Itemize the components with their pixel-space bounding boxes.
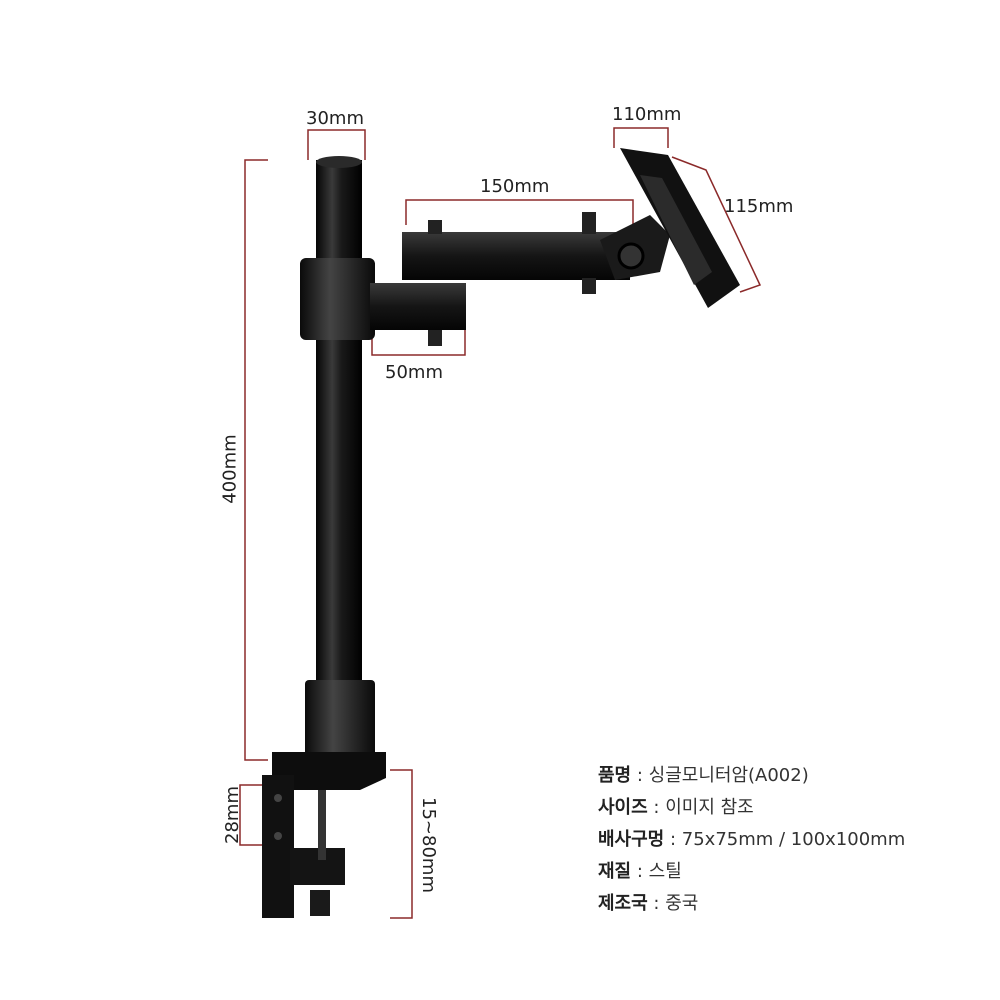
spec-row-vesa: 배사구멍 : 75x75mm / 100x100mm [598,824,905,856]
upper-arm [402,232,630,280]
dimension-lines [239,127,762,919]
label-clamp-range: 15~80mm [417,797,439,893]
clamp-screw-handle [310,890,330,916]
spec-row-name: 품명 : 싱글모니터암(A002) [598,760,905,792]
spec-key: 품명 [598,765,632,786]
label-pole-height: 400mm [219,434,241,504]
dim-line-collar-width [371,330,466,356]
clamp-bottom-plate [290,848,345,885]
spec-list: 품명 : 싱글모니터암(A002) 사이즈 : 이미지 참조 배사구멍 : 75… [598,760,905,920]
pole-top [316,160,362,260]
spec-value: 스틸 [648,861,682,882]
base-sleeve [305,680,375,770]
dim-line-clamp-range [390,769,413,919]
arm-bolt-top-right [582,212,596,234]
spec-row-material: 재질 : 스틸 [598,856,905,888]
clamp-screw [318,790,326,860]
label-arm-length: 150mm [480,176,550,197]
label-collar-width: 50mm [385,362,443,383]
collar-block [370,283,466,330]
clamp-bolt-2 [274,832,282,840]
arm-collar [300,258,375,340]
clamp-bolt-1 [274,794,282,802]
spec-sep: : [647,797,666,818]
spec-key: 제조국 [598,893,648,914]
tilt-knob [617,242,645,270]
spec-value: 이미지 참조 [665,797,754,818]
dim-line-clamp-depth [239,784,262,846]
clamp-top-plate [272,752,386,790]
spec-sep: : [631,861,649,882]
arm-bolt-bottom [582,278,596,294]
pole-cap [316,156,362,168]
spec-value: 중국 [665,893,699,914]
dim-line-arm-length [405,199,634,225]
spec-sep: : [631,765,649,786]
label-plate-width: 110mm [612,104,682,125]
pole-shaft [316,335,362,685]
spec-value: 싱글모니터암(A002) [648,765,809,786]
spec-sep: : [664,829,682,850]
arm-bolt-top-left [428,220,442,234]
spec-key: 배사구멍 [598,829,665,850]
spec-key: 사이즈 [598,797,648,818]
label-plate-height: 115mm [724,196,794,217]
spec-sep: : [647,893,666,914]
dim-line-pole-diameter [307,129,366,160]
spec-value: 75x75mm / 100x100mm [681,829,906,850]
spec-row-size: 사이즈 : 이미지 참조 [598,792,905,824]
vesa-plate-inner [640,175,712,285]
spec-key: 재질 [598,861,632,882]
collar-bolt [428,330,442,346]
dim-line-plate-width [613,127,669,148]
dim-line-pole-height [244,159,268,761]
label-clamp-depth: 28mm [221,786,243,844]
spec-row-origin: 제조국 : 중국 [598,888,905,920]
label-pole-diameter: 30mm [306,108,364,129]
dim-line-plate-height [671,156,762,293]
